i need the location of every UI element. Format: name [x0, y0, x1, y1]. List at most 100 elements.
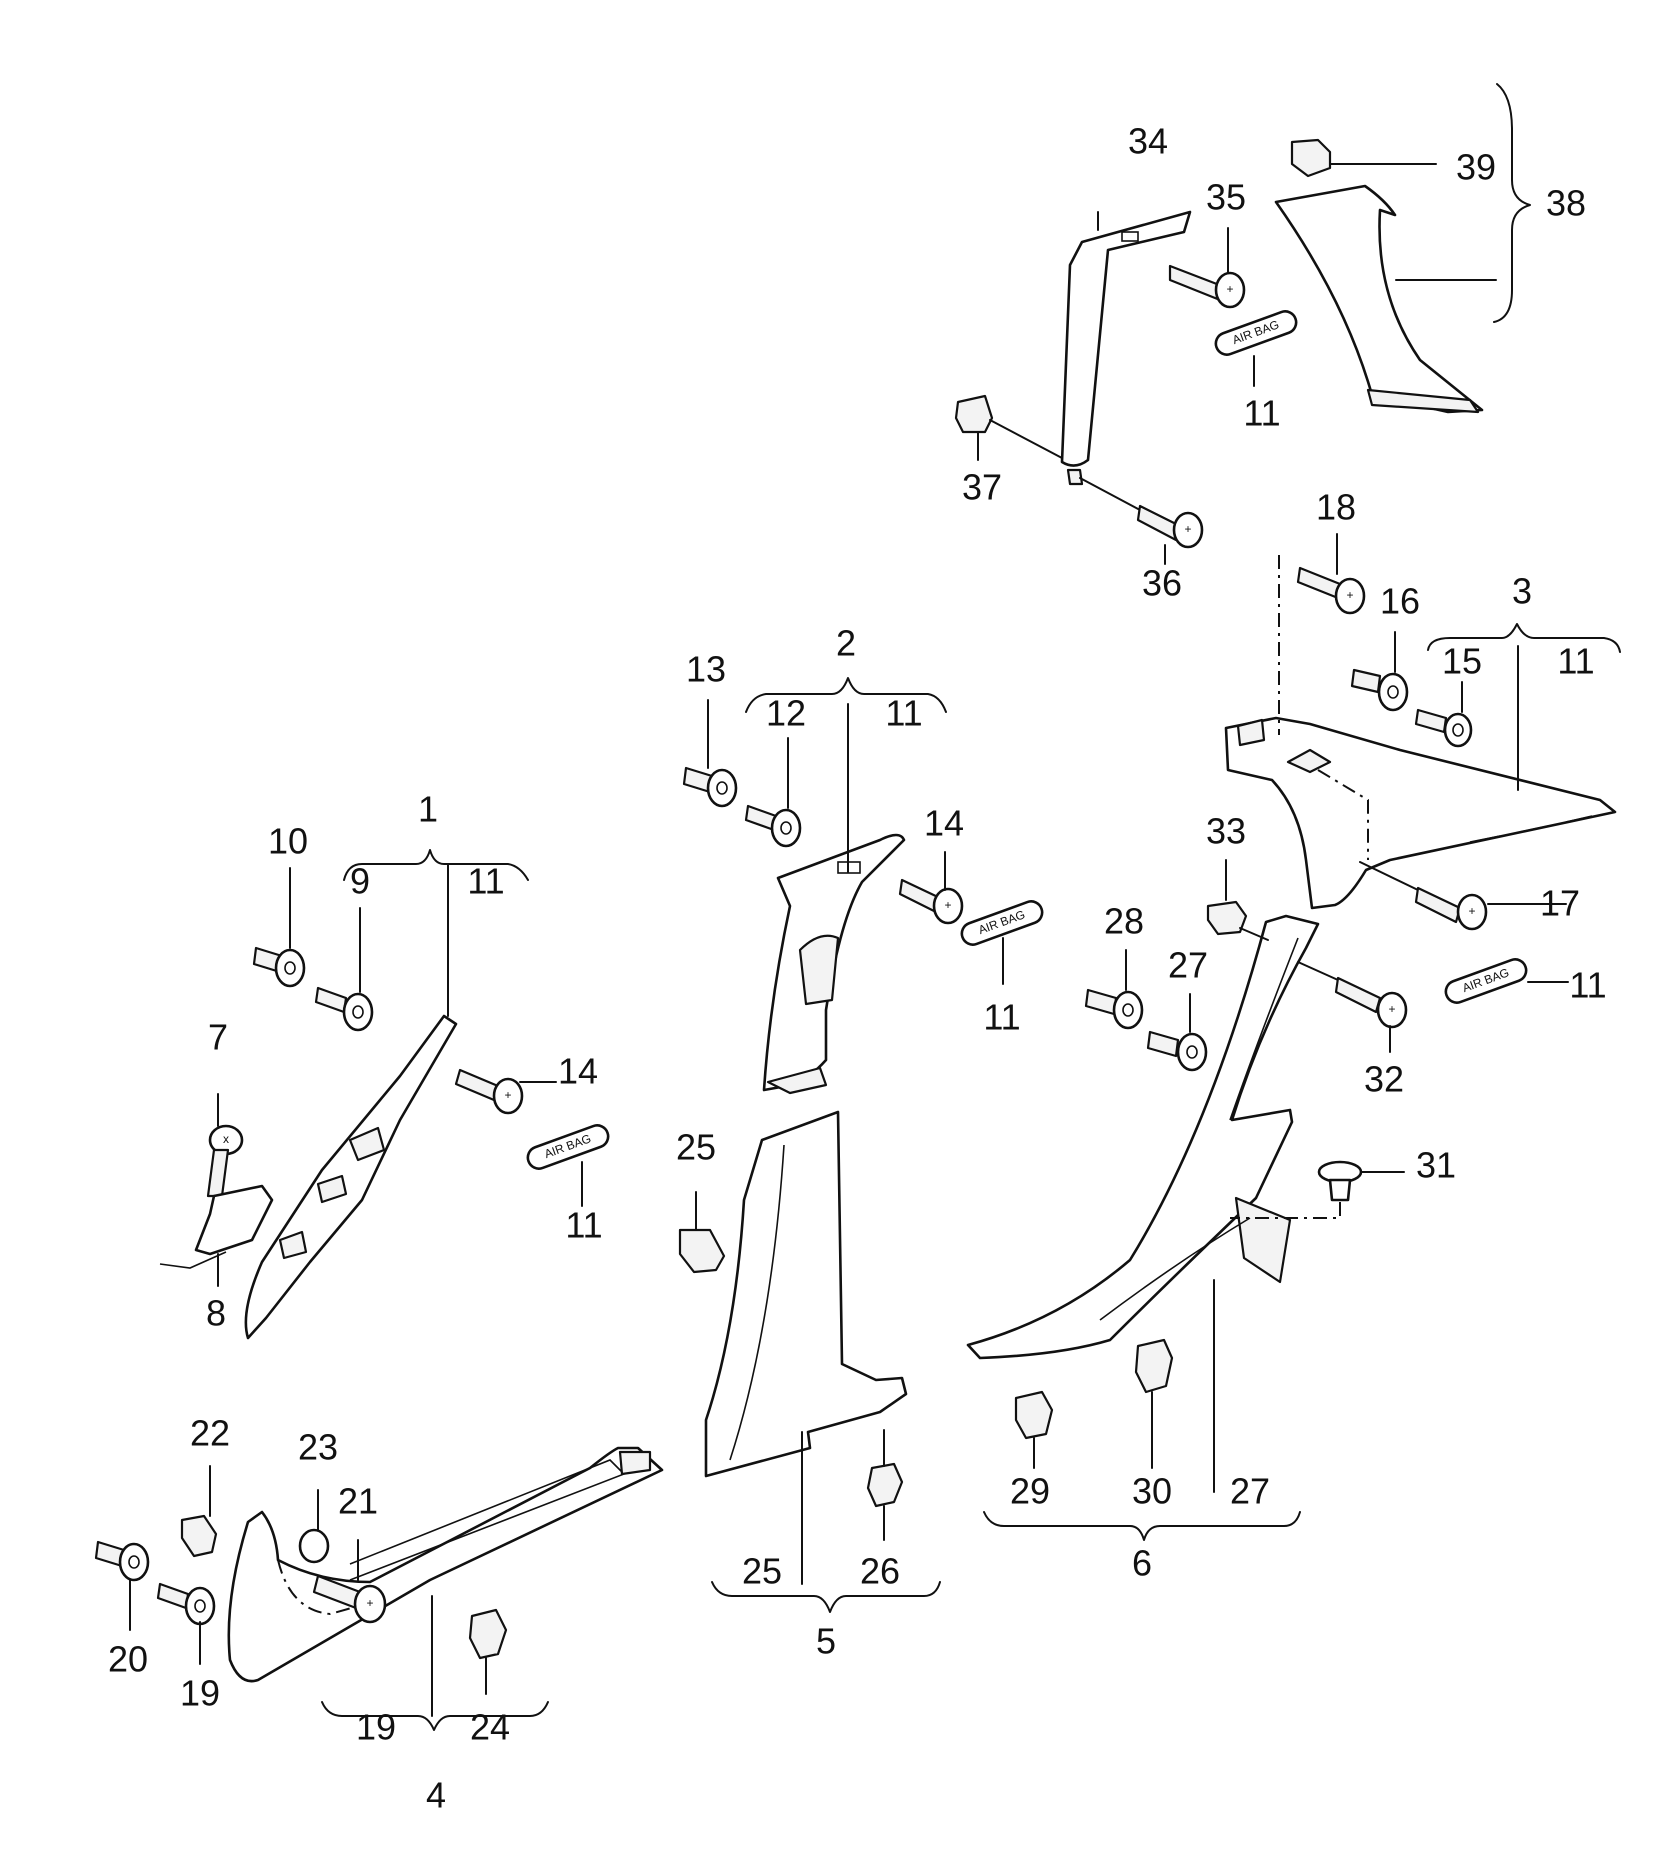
- part-5-pillar-lower: [704, 1110, 908, 1585]
- label-26: 26: [860, 1551, 900, 1592]
- callout-labels: 34 35 39 38 11 37 36 18 16 3 15 11 2 13 …: [108, 121, 1607, 1816]
- part-18-screw: +: [1296, 533, 1366, 615]
- part-3-panel: [1224, 555, 1617, 910]
- svg-text:+: +: [1468, 904, 1475, 918]
- part-39-clip: [1290, 138, 1437, 178]
- brace-38: [1493, 83, 1531, 323]
- part-12-bolt: [744, 737, 802, 848]
- part-29-clip: [1014, 1390, 1054, 1469]
- label-27: 27: [1230, 1471, 1270, 1512]
- label-34: 34: [1128, 121, 1168, 162]
- airbag-tag-right: AIR BAG: [1444, 958, 1569, 1004]
- part-26-clip: [866, 1429, 904, 1541]
- part-14-screw-center: +: [898, 851, 964, 925]
- part-21-screw: +: [312, 1539, 387, 1624]
- label-25: 25: [742, 1551, 782, 1592]
- part-7-screw: x: [206, 1093, 244, 1198]
- label-13: 13: [686, 649, 726, 690]
- label-11: 11: [885, 693, 922, 734]
- part-32-screw: +: [1297, 961, 1408, 1053]
- svg-text:+: +: [1346, 588, 1353, 602]
- label-19: 19: [356, 1707, 396, 1748]
- part-35-screw: +: [1168, 227, 1246, 309]
- label-22: 22: [190, 1413, 230, 1454]
- label-33: 33: [1206, 811, 1246, 852]
- label-25: 25: [676, 1127, 716, 1168]
- label-14: 14: [558, 1051, 598, 1092]
- part-36-screw: +: [1079, 477, 1204, 565]
- label-36: 36: [1142, 563, 1182, 604]
- svg-text:+: +: [944, 898, 951, 912]
- part-20-bolt: [94, 1540, 150, 1631]
- label-11: 11: [1557, 641, 1594, 682]
- label-21: 21: [338, 1481, 378, 1522]
- brace-4: [321, 1701, 549, 1731]
- label-11: 11: [983, 997, 1020, 1038]
- label-16: 16: [1380, 581, 1420, 622]
- label-11: 11: [1243, 393, 1280, 434]
- label-24: 24: [470, 1707, 510, 1748]
- label-14: 14: [924, 803, 964, 844]
- svg-text:+: +: [366, 1596, 373, 1610]
- part-1-pillar-trim: [244, 863, 458, 1340]
- label-30: 30: [1132, 1471, 1172, 1512]
- part-13-bolt: [682, 699, 738, 808]
- label-12: 12: [766, 693, 806, 734]
- label-11: 11: [1569, 965, 1606, 1006]
- part-6-pillar-trim: [966, 914, 1320, 1493]
- label-37: 37: [962, 467, 1002, 508]
- part-30-clip: [1134, 1338, 1174, 1469]
- label-8: 8: [206, 1293, 226, 1334]
- label-18: 18: [1316, 487, 1356, 528]
- label-17: 17: [1540, 883, 1580, 924]
- part-23-cap: [298, 1489, 330, 1564]
- label-31: 31: [1416, 1145, 1456, 1186]
- part-9-bolt: [314, 907, 374, 1032]
- part-38-rear-panel: [1274, 184, 1497, 414]
- label-35: 35: [1206, 177, 1246, 218]
- label-28: 28: [1104, 901, 1144, 942]
- label-23: 23: [298, 1427, 338, 1468]
- part-25-clip: [678, 1191, 726, 1274]
- brace-2: [745, 677, 947, 713]
- label-27: 27: [1168, 945, 1208, 986]
- label-1: 1: [418, 789, 438, 830]
- brace-1: [343, 849, 529, 881]
- part-22-clip: [180, 1465, 218, 1558]
- label-19: 19: [180, 1673, 220, 1714]
- part-8-bracket: [159, 1184, 274, 1287]
- airbag-tag-left: AIR BAG: [526, 1124, 610, 1207]
- part-16-bolt: [1350, 631, 1409, 712]
- label-20: 20: [108, 1639, 148, 1680]
- label-3: 3: [1512, 571, 1532, 612]
- label-6: 6: [1132, 1543, 1152, 1584]
- part-24-clip: [468, 1608, 508, 1695]
- label-29: 29: [1010, 1471, 1050, 1512]
- label-11: 11: [565, 1205, 602, 1246]
- airbag-tag-center: AIR BAG: [960, 900, 1044, 985]
- part-27-bolt: [1146, 993, 1208, 1072]
- label-9: 9: [350, 861, 370, 902]
- part-28-bolt: [1084, 949, 1144, 1030]
- part-31-cap: [1230, 1160, 1405, 1219]
- part-37-clip: [954, 394, 1063, 461]
- svg-text:+: +: [1388, 1002, 1395, 1016]
- label-32: 32: [1364, 1059, 1404, 1100]
- label-4: 4: [426, 1775, 446, 1816]
- svg-text:+: +: [1184, 522, 1191, 536]
- label-5: 5: [816, 1621, 836, 1662]
- brace-6: [983, 1511, 1301, 1541]
- svg-text:x: x: [223, 1132, 229, 1146]
- label-39: 39: [1456, 147, 1496, 188]
- label-7: 7: [208, 1017, 228, 1058]
- label-38: 38: [1546, 183, 1586, 224]
- brace-5: [711, 1581, 941, 1613]
- label-11: 11: [467, 861, 504, 902]
- label-2: 2: [836, 623, 856, 664]
- part-33-clip: [1206, 859, 1269, 941]
- label-10: 10: [268, 821, 308, 862]
- part-34-pillar-trim: [1060, 210, 1192, 486]
- part-19-bolt: [156, 1582, 216, 1665]
